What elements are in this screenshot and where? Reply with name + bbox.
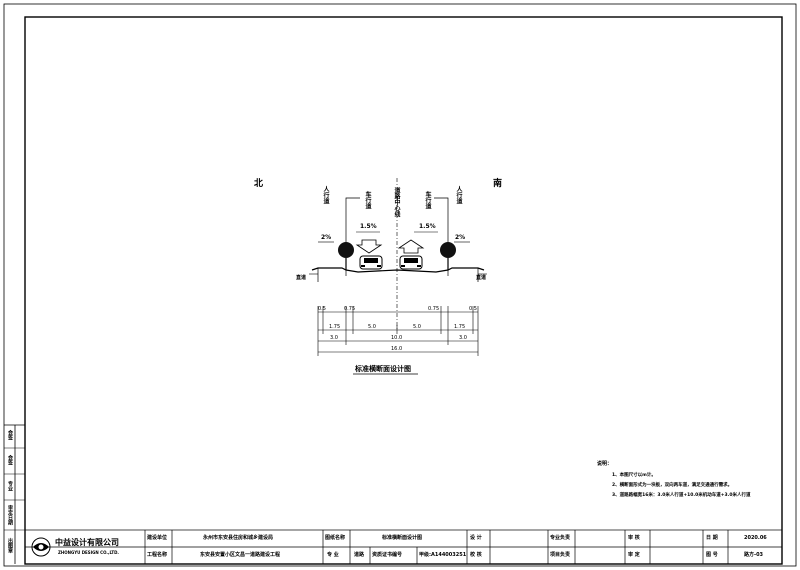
tree-left-icon (338, 242, 354, 270)
north-label: 北 (254, 179, 264, 189)
sidebar-item: 专业 (7, 481, 13, 491)
arrow-up-icon (397, 239, 425, 254)
sidewalk-label-left: 人行道 (322, 186, 329, 204)
tree-right-icon (440, 242, 456, 270)
lane-slope-right: 1.5% (419, 223, 436, 230)
sidebar-item: 出图章 (7, 538, 13, 553)
drawing-no-label: 图 号 (706, 552, 718, 558)
curb-label-left: 直道 (296, 275, 307, 281)
drawing-name-value: 标准横断面设计图 (382, 535, 423, 541)
sidebar-item: 审定日期 (7, 505, 13, 525)
slope-left: 2% (321, 234, 332, 241)
centerline-label: 道路中心线 (393, 187, 400, 217)
project-label: 工程名称 (147, 552, 168, 558)
dim-label: 0.5 (318, 306, 326, 312)
lane-label-right: 车行道 (424, 191, 431, 209)
design-label: 设 计 (470, 535, 482, 541)
date-label: 日 期 (706, 535, 718, 541)
major-label: 专 业 (327, 552, 339, 558)
drawing-name-label: 图纸名称 (325, 535, 346, 541)
note-item: 1、本图尺寸以m计。 (612, 473, 656, 478)
owner-value: 永州市东安县住房和城乡建设局 (203, 535, 274, 541)
cert-label: 资质证书编号 (372, 552, 403, 558)
dim-label: 16.0 (391, 346, 403, 352)
dim-label: 3.0 (459, 335, 467, 341)
note-item: 3、道路路幅宽16米：3.0米人行道+10.0米机动车道+3.0米人行道 (612, 493, 751, 498)
arrow-down-icon (355, 239, 383, 254)
dim-label: 0.5 (469, 306, 477, 312)
dim-label: 5.0 (368, 324, 376, 330)
company-logo-icon (31, 537, 51, 557)
notes-heading: 说明： (597, 461, 613, 467)
pm-label: 专业负责 (550, 535, 571, 541)
leader-label: 项目负责 (550, 552, 571, 558)
dim-label: 10.0 (391, 335, 403, 341)
sidebar-item: 会签 (7, 430, 13, 440)
car-right-icon (399, 255, 423, 270)
sidebar-item: 会签 (7, 455, 13, 465)
lane-slope-left: 1.5% (360, 223, 377, 230)
dim-label: 5.0 (413, 324, 421, 330)
slope-right: 2% (455, 234, 466, 241)
dim-label: 0.75 (344, 306, 356, 312)
note-item: 2、横断面形式为一块板，双向两车道，满足交通通行需求。 (612, 483, 733, 488)
company-name-cn: 中益设计有限公司 (55, 538, 119, 547)
date-value: 2020.06 (744, 535, 767, 541)
drawing-title: 标准横断面设计图 (355, 365, 411, 373)
lane-label-left: 车行道 (364, 191, 371, 209)
check-label: 校 核 (470, 552, 482, 558)
south-label: 南 (493, 179, 503, 189)
owner-label: 建设单位 (147, 535, 168, 541)
curb-label-right: 直道 (476, 275, 487, 281)
approve-label: 审 定 (628, 552, 640, 558)
car-left-icon (359, 255, 383, 270)
dim-label: 1.75 (454, 324, 466, 330)
major-value: 道路 (354, 552, 365, 558)
cert-value: 甲级:A144003251 (419, 552, 467, 558)
project-value: 东安县安置小区文昌一道路建设工程 (200, 552, 281, 558)
dim-label: 0.75 (428, 306, 440, 312)
dim-label: 1.75 (329, 324, 341, 330)
sidewalk-label-right: 人行道 (455, 186, 462, 204)
dim-label: 3.0 (330, 335, 338, 341)
drawing-no-value: 路方-03 (744, 552, 764, 558)
company-name-en: ZHONGYU DESIGN CO.,LTD. (58, 550, 119, 555)
review-label: 审 核 (628, 535, 640, 541)
